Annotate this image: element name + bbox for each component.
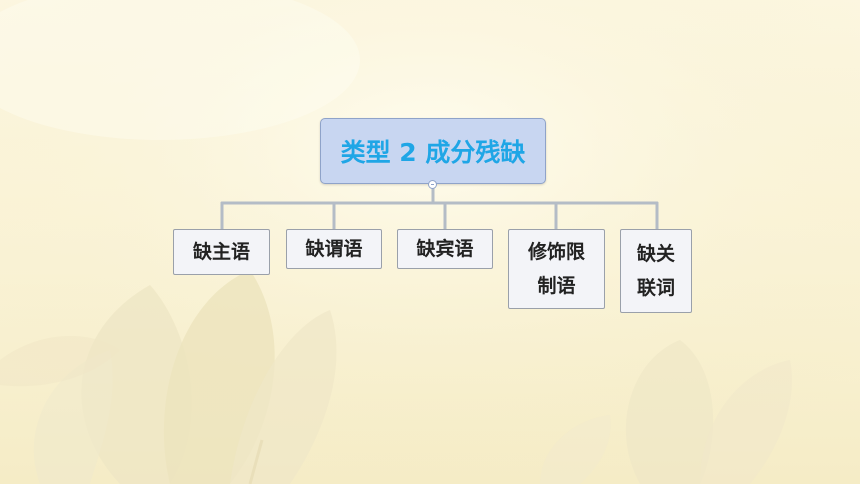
child-node-label: 缺谓语 (305, 238, 363, 260)
child-node-missing-object: 缺宾语 (397, 229, 493, 269)
child-node-label: 修饰限 制语 (527, 241, 585, 297)
collapse-toggle-icon[interactable] (428, 180, 437, 189)
child-node-missing-subject: 缺主语 (173, 229, 270, 275)
child-node-label: 缺关 联词 (636, 243, 675, 299)
child-node-modifier: 修饰限 制语 (508, 229, 605, 309)
child-node-label: 缺宾语 (416, 238, 474, 260)
child-node-missing-predicate: 缺谓语 (286, 229, 382, 269)
root-node-label: 类型 2 成分残缺 (340, 138, 526, 167)
child-node-missing-conjunction: 缺关 联词 (620, 229, 692, 313)
root-node-type-2: 类型 2 成分残缺 (320, 118, 546, 184)
child-node-label: 缺主语 (192, 241, 250, 263)
